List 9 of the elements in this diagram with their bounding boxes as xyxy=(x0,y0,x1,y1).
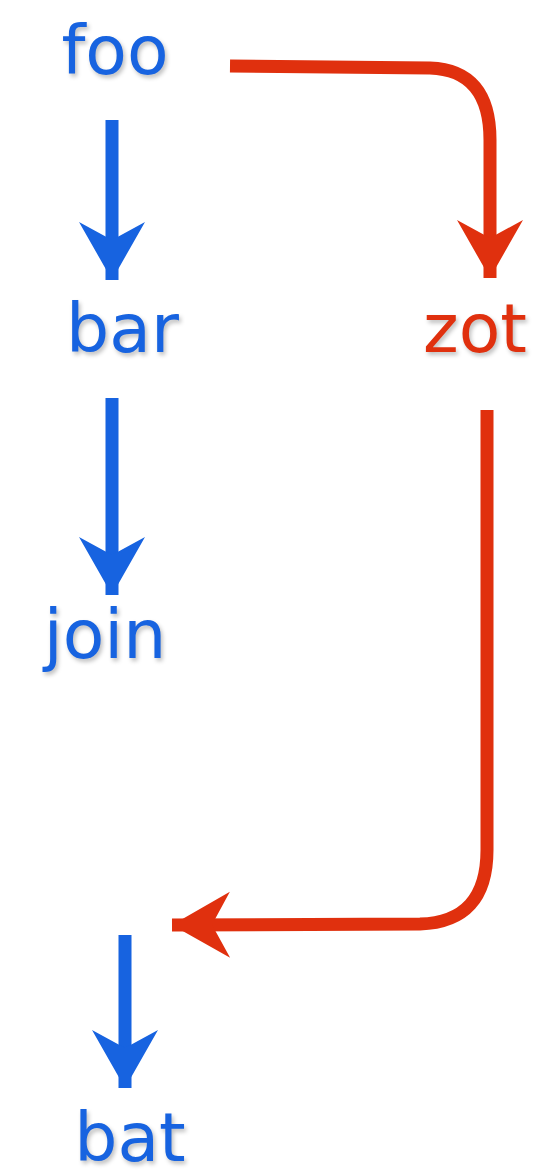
node-label: bar xyxy=(66,295,179,363)
arrow xyxy=(171,410,494,958)
arrow xyxy=(79,120,145,280)
arrow xyxy=(229,59,523,278)
arrow xyxy=(79,398,145,595)
node-label: bat xyxy=(74,1104,186,1172)
node-label: zot xyxy=(423,295,527,363)
arrow xyxy=(92,935,158,1088)
node-label: foo xyxy=(61,17,169,85)
